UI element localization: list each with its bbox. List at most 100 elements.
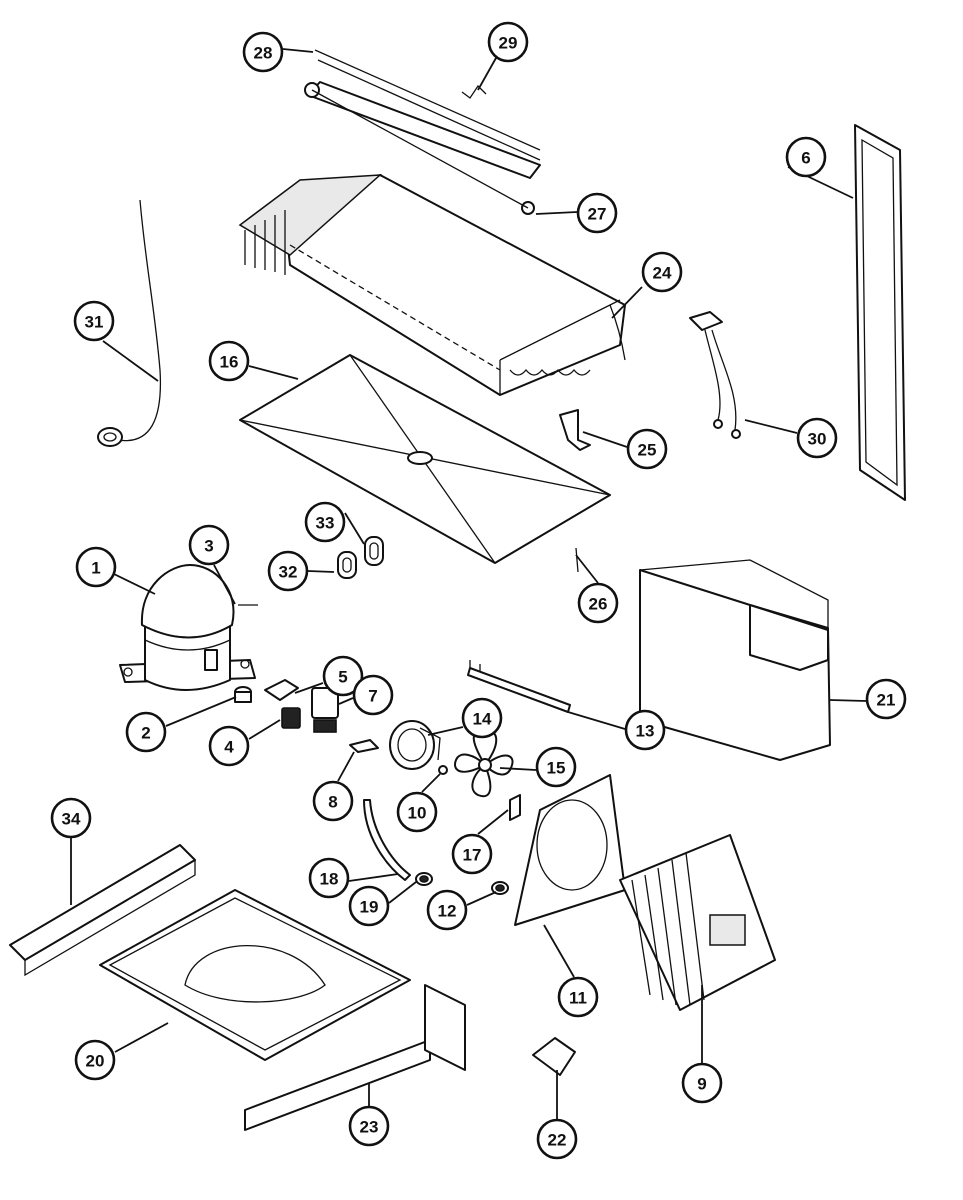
- callout-3: 3: [188, 524, 230, 566]
- part-4-relay: [281, 707, 301, 729]
- callout-label: 21: [877, 691, 896, 710]
- callout-circle: [396, 791, 438, 833]
- callout-label: 7: [368, 687, 377, 706]
- callout-30: 30: [796, 417, 838, 459]
- callout-label: 26: [589, 595, 608, 614]
- callout-label: 32: [279, 563, 298, 582]
- callout-circle: [352, 674, 394, 716]
- callout-33: 33: [304, 501, 346, 543]
- callout-label: 2: [141, 724, 150, 743]
- part-22-switch: [532, 1037, 576, 1076]
- callout-circle: [641, 251, 683, 293]
- callout-23: 23: [348, 1105, 390, 1147]
- part-14-fan-motor: [389, 720, 441, 770]
- part-6-strip: [854, 124, 906, 501]
- callout-label: 33: [316, 514, 335, 533]
- part-8-clip: [349, 739, 379, 753]
- callout-circle: [451, 833, 493, 875]
- callout-circle: [74, 1039, 116, 1081]
- callout-19: 19: [348, 885, 390, 927]
- callout-label: 9: [697, 1075, 706, 1094]
- part-23-panel: [244, 984, 466, 1131]
- callout-label: 25: [638, 441, 657, 460]
- part-25-bracket: [559, 409, 591, 451]
- callout-label: 15: [547, 759, 566, 778]
- part-2-grommet: [234, 686, 252, 703]
- callout-circle: [322, 655, 364, 697]
- callout-label: 11: [569, 989, 587, 1008]
- callout-18: 18: [308, 857, 350, 899]
- callout-circle: [865, 678, 907, 720]
- part-15-fan-blade: [454, 729, 514, 798]
- callout-label: 30: [808, 430, 827, 449]
- part-5-cover: [264, 679, 299, 701]
- callout-label: 19: [360, 898, 379, 917]
- callout-label: 23: [360, 1118, 379, 1137]
- callout-circle: [73, 300, 115, 342]
- callout-circle: [577, 582, 619, 624]
- callout-2: 2: [125, 711, 167, 753]
- callout-label: 24: [653, 264, 672, 283]
- callout-label: 10: [408, 804, 427, 823]
- callout-29: 29: [487, 21, 529, 63]
- part-19-grommet: [415, 872, 433, 886]
- part-1-compressor: [119, 564, 256, 691]
- callout-circle: [75, 546, 117, 588]
- callout-circle: [576, 192, 618, 234]
- part-30-thermostat: [689, 311, 741, 439]
- callout-label: 27: [588, 205, 607, 224]
- callout-label: 18: [320, 870, 339, 889]
- callout-label: 22: [548, 1131, 567, 1150]
- callout-label: 1: [91, 559, 100, 578]
- callout-circle: [304, 501, 346, 543]
- callout-circle: [461, 697, 503, 739]
- callout-13: 13: [624, 709, 666, 751]
- callout-label: 28: [254, 44, 273, 63]
- callout-circle: [50, 797, 92, 839]
- callout-circle: [208, 340, 250, 382]
- callout-20: 20: [74, 1039, 116, 1081]
- callout-circle: [557, 976, 599, 1018]
- callout-12: 12: [426, 889, 468, 931]
- leader-lines: [70, 48, 867, 1119]
- callout-label: 31: [85, 313, 104, 332]
- callout-16: 16: [208, 340, 250, 382]
- callout-11: 11: [557, 976, 599, 1018]
- callout-circle: [125, 711, 167, 753]
- part-11-shroud: [514, 774, 626, 926]
- callout-circle: [267, 550, 309, 592]
- part-7-overload: [311, 687, 339, 733]
- callout-21: 21: [865, 678, 907, 720]
- part-33-clip: [364, 536, 384, 566]
- callout-circle: [312, 780, 354, 822]
- callout-circle: [785, 136, 827, 178]
- callout-circle: [308, 857, 350, 899]
- callout-circle: [535, 746, 577, 788]
- callout-circle: [348, 1105, 390, 1147]
- callout-circle: [487, 21, 529, 63]
- callout-28: 28: [242, 31, 284, 73]
- callout-circle: [796, 417, 838, 459]
- callout-label: 12: [438, 902, 457, 921]
- part-24-evaporator: [238, 174, 626, 396]
- callout-circle: [681, 1062, 723, 1104]
- callout-label: 3: [204, 537, 213, 556]
- callout-6: 6: [785, 136, 827, 178]
- callout-15: 15: [535, 746, 577, 788]
- callout-label: 34: [62, 810, 81, 829]
- callout-circle: [426, 889, 468, 931]
- part-16-drain-pan: [239, 354, 611, 564]
- callout-5: 5: [322, 655, 364, 697]
- callout-label: 13: [636, 722, 655, 741]
- callout-14: 14: [461, 697, 503, 739]
- part-28-rail: [304, 49, 541, 215]
- part-12-grommet: [491, 881, 509, 895]
- callout-9: 9: [681, 1062, 723, 1104]
- callout-group: 1234567891011121314151617181920212223242…: [50, 21, 907, 1160]
- part-34-angle: [9, 844, 196, 977]
- callout-label: 17: [463, 846, 482, 865]
- callout-25: 25: [626, 428, 668, 470]
- callout-17: 17: [451, 833, 493, 875]
- callout-1: 1: [75, 546, 117, 588]
